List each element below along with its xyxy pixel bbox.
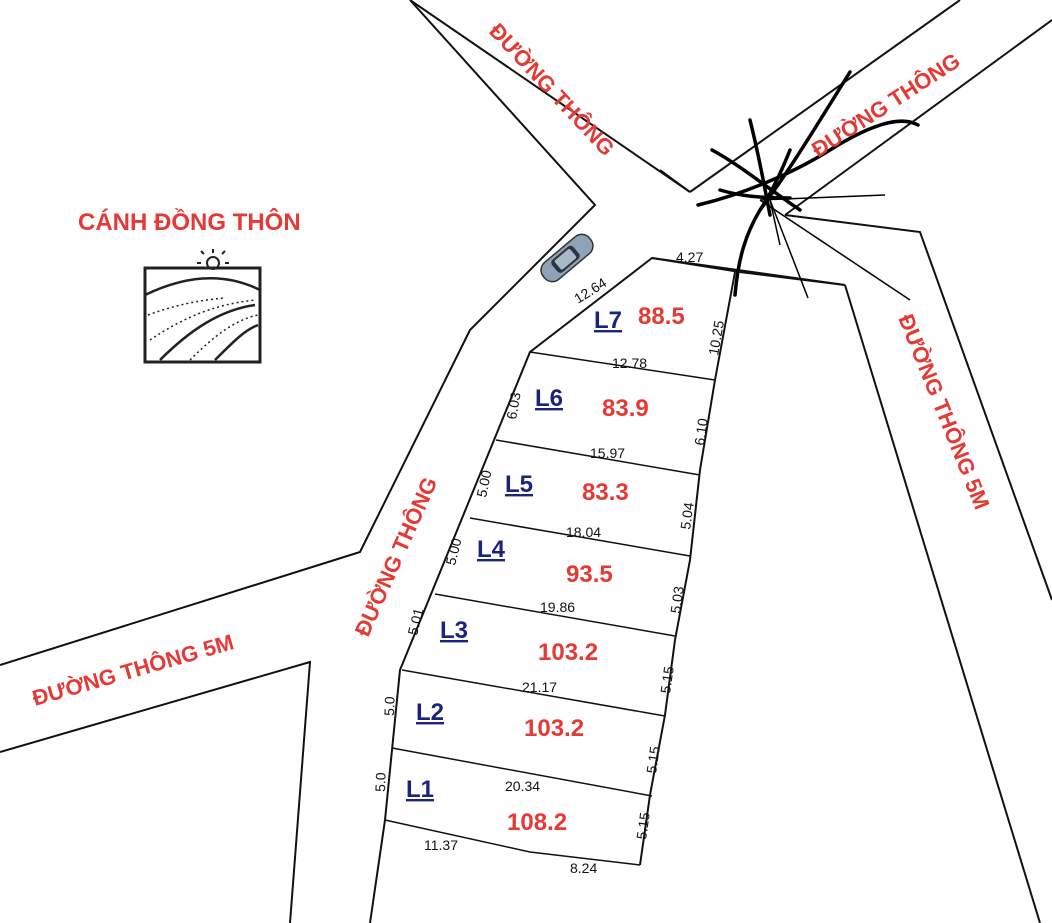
lot-area-l2: 103.2 [524,715,584,742]
lot-area-l1: 108.2 [507,809,567,836]
dim-l2-left: 5.0 [381,696,398,716]
dim-l2-right: 5.15 [643,745,663,774]
lot-area-l4: 93.5 [566,561,613,588]
dim-top-width: 4.27 [676,249,703,265]
lot-id-l5: L5 [505,471,533,498]
field-sun-icon [143,249,262,364]
field-label: CÁNH ĐỒNG THÔN [78,208,301,236]
lot-id-l7: L7 [594,307,622,334]
dim-l1-left: 5.0 [372,772,389,792]
dim-l6-left: 6.03 [503,391,524,421]
dim-l4-bottom: 19.86 [540,599,575,615]
dim-l5-right: 5.04 [677,501,697,530]
lot-id-l2: L2 [416,699,444,726]
lot-id-l4: L4 [477,536,506,563]
lot-area-l7: 88.5 [638,303,685,330]
dim-l7-left: 12.64 [571,274,609,306]
road-edge-top-right-a [689,0,961,193]
road-label-left: ĐƯỜNG THÔNG 5M [29,629,236,710]
dim-l3-left: 5.01 [404,606,426,637]
lot-area-l5: 83.3 [582,479,629,506]
lot-id-l3: L3 [440,617,468,644]
lot-area-l3: 103.2 [538,639,598,666]
road-edge-upper-left [0,0,597,666]
dim-l6-right: 6.10 [691,417,711,446]
lot-right-boundary [639,271,736,866]
lot-outline [369,256,846,923]
divider-l7-l6 [529,351,716,381]
dim-l6-bottom: 15.97 [590,445,625,461]
road-label-center: ĐƯỜNG THÔNG [350,473,443,640]
dim-l5-left: 5.00 [473,468,494,498]
divider-l2-l1 [391,747,653,797]
road-edge-right-inner [844,284,1041,923]
road-edge-right-outer [784,214,1052,601]
dim-l3-right: 5.15 [657,665,677,694]
dim-l7-right: 10.25 [705,319,727,356]
scribble-mark [696,70,920,301]
lot-bottom-boundary [384,819,641,866]
lot-area-l6: 83.9 [602,395,649,422]
lot-id-l6: L6 [535,385,563,412]
lot-top-boundary [651,257,846,286]
road-edge-top-left-side [409,0,691,193]
dim-l7-bottom: 12.78 [612,355,647,371]
road-edge-lower-left [0,660,312,923]
dim-l5-bottom: 18.04 [566,524,601,540]
divider-l4-l3 [434,593,676,637]
lot-id-l1: L1 [406,776,434,803]
car-icon [540,233,594,283]
divider-l3-l2 [401,669,666,717]
dim-l4-left: 5.00 [442,536,464,567]
dim-l4-right: 5.03 [667,585,687,614]
divider-l5-l4 [469,517,691,557]
dim-l1-bottom-right: 8.24 [570,860,597,876]
dim-l1-bottom-left: 11.37 [424,837,458,853]
divider-l6-l5 [495,439,701,476]
dim-l2-bottom: 20.34 [505,778,540,794]
road-edge-top-right-b [784,19,1052,216]
lot-left-boundary [369,256,846,923]
dim-l3-bottom: 21.17 [522,679,557,695]
road-label-right: ĐƯỜNG THÔNG 5M [893,311,994,513]
dim-l1-right: 5.15 [633,811,653,840]
road-label-top: ĐƯỜNG THÔNG [484,18,619,160]
